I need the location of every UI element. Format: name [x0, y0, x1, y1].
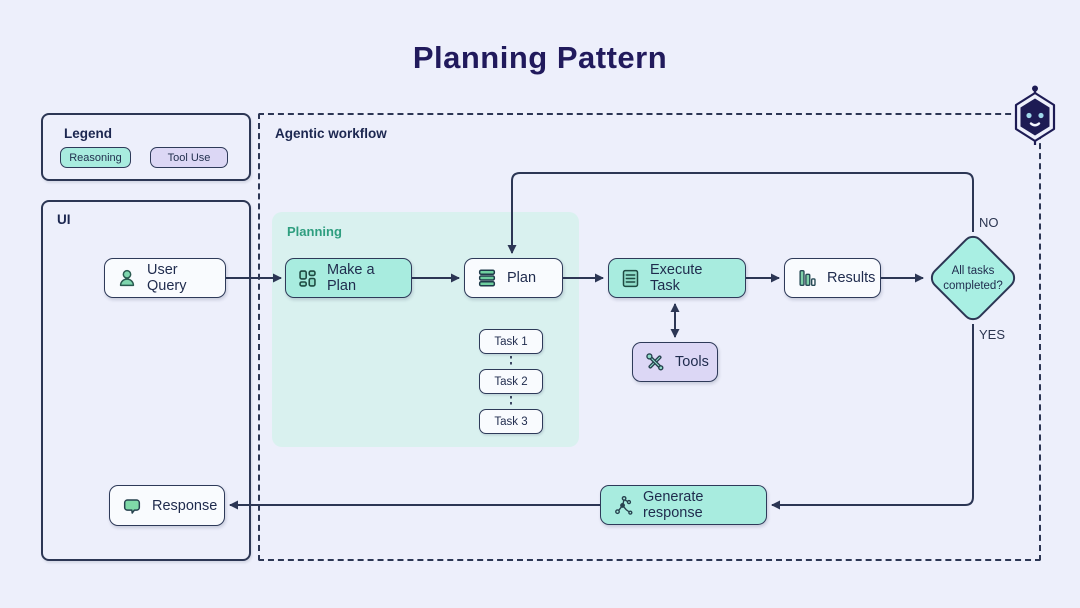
make-a-plan-label: Make a Plan [327, 262, 375, 294]
execute-task-label: Execute Task [650, 262, 703, 294]
user-query-node: User Query [104, 258, 226, 298]
task-3-label: Task 3 [494, 415, 528, 428]
legend-panel: Legend [41, 113, 251, 181]
ui-panel-title: UI [57, 212, 71, 227]
network-icon [615, 495, 633, 515]
results-node: Results [784, 258, 881, 298]
decision-label: All tasks completed? [943, 265, 1003, 292]
generate-response-node: Generate response [600, 485, 767, 525]
planning-group-label: Planning [287, 224, 342, 239]
results-label: Results [827, 270, 876, 286]
plan-label: Plan [507, 270, 537, 286]
task-2-node: Task 2 [479, 369, 543, 394]
person-icon [119, 269, 135, 287]
task-3-node: Task 3 [479, 409, 543, 434]
execute-task-node: Execute Task [608, 258, 746, 298]
agentic-workflow-title: Agentic workflow [275, 126, 387, 141]
tools-label: Tools [675, 354, 709, 370]
layout-grid-icon [299, 269, 316, 287]
user-query-label: User Query [147, 262, 187, 294]
make-a-plan-node: Make a Plan [285, 258, 412, 298]
plan-node: Plan [464, 258, 563, 298]
stacked-list-icon [478, 269, 496, 287]
legend-title: Legend [64, 126, 113, 141]
wrench-screwdriver-icon [646, 353, 664, 371]
chat-bubble-icon [123, 498, 141, 514]
task-2-label: Task 2 [494, 375, 528, 388]
response-label: Response [152, 497, 218, 514]
decision-yes-label: YES [979, 327, 1006, 342]
bar-chart-icon [799, 269, 816, 287]
task-1-label: Task 1 [494, 335, 528, 348]
tools-node: Tools [632, 342, 718, 382]
task-1-node: Task 1 [479, 329, 543, 354]
legend-pills: Reasoning Tool Use [60, 147, 228, 168]
page-title: Planning Pattern [412, 40, 668, 75]
agentic-workflow-panel: Agentic workflow [258, 113, 1041, 561]
ui-panel: UI [41, 200, 251, 561]
legend-tool-use-pill: Tool Use [150, 147, 228, 168]
response-node: Response [109, 485, 225, 526]
generate-response-label: Generate response [643, 489, 704, 521]
legend-reasoning-pill: Reasoning [60, 147, 131, 168]
decision-no-label: NO [979, 215, 999, 230]
document-lines-icon [622, 269, 639, 287]
robot-icon [1014, 85, 1056, 145]
